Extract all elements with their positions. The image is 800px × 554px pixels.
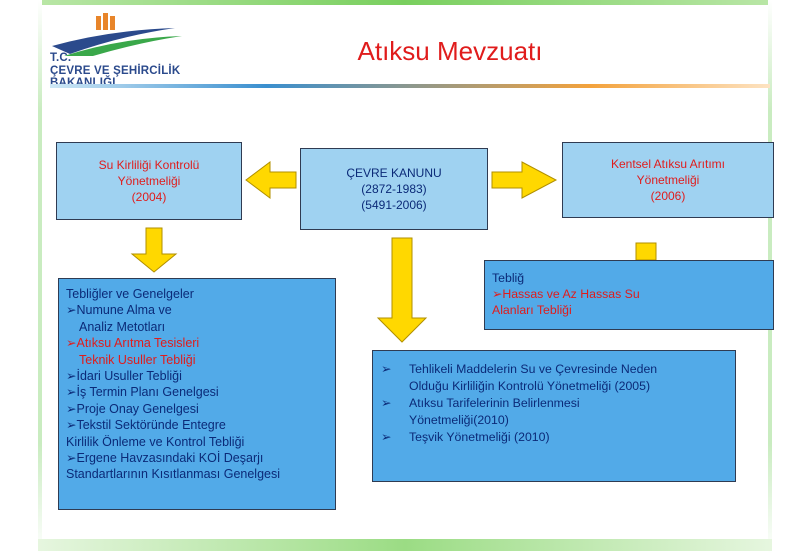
cevre-kanunu-line2: (2872-1983): [361, 182, 427, 196]
arrow-down-center: [376, 237, 428, 343]
list-item-atiksu-aritma: ➢Atıksu Arıtma Tesisleri: [66, 336, 200, 351]
teblig-heading: Tebliğ: [492, 271, 525, 285]
arrow-left: [245, 161, 297, 199]
cevre-kanunu-line1: ÇEVRE KANUNU: [346, 166, 442, 180]
connector-right: [635, 242, 657, 261]
tebligler-heading: Tebliğler ve Genelgeler: [66, 287, 194, 301]
teblig-box: Tebliğ ➢Hassas ve Az Hassas Su Alanları …: [484, 260, 774, 330]
kentsel-atiksu-line3: (2006): [650, 189, 686, 203]
teblig-item-hassas: ➢Hassas ve Az Hassas Su: [492, 287, 640, 301]
frame-left-bar: [38, 0, 42, 554]
su-kirliligi-line1: Su Kirliliği Kontrolü: [98, 158, 200, 172]
logo-text-tc: T.C.: [50, 52, 72, 64]
yonetmelik-item-tarife: ➢ Atıksu Tarifelerinin Belirlenmesi Yöne…: [381, 396, 580, 427]
list-item-numune-cont: Analiz Metotları: [79, 319, 166, 334]
yonetmelikler-box: ➢ Tehlikeli Maddelerin Su ve Çevresinde …: [372, 350, 736, 482]
su-kirliligi-line2: Yönetmeliği: [117, 174, 181, 188]
logo-text-ministry: ÇEVRE VE ŞEHİRCİLİK: [50, 65, 181, 77]
list-item-tekstil-cont: Kirlilik Önleme ve Kontrol Tebliği: [66, 434, 245, 449]
yonetmelik-item-tehlikeli: ➢ Tehlikeli Maddelerin Su ve Çevresinde …: [381, 362, 658, 393]
list-item-is-termin: ➢İş Termin Planı Genelgesi: [66, 385, 219, 400]
title-underline: [50, 84, 770, 88]
page-title: Atıksu Mevzuatı: [357, 36, 543, 66]
kentsel-atiksu-line1: Kentsel Atıksu Arıtımı: [610, 157, 726, 171]
list-item-atiksu-aritma-cont: Teknik Usuller Tebliği: [79, 352, 196, 367]
list-item-tekstil: ➢Tekstil Sektöründe Entegre: [66, 418, 226, 433]
kentsel-atiksu-line2: Yönetmeliği: [636, 173, 700, 187]
list-item-idari: ➢İdari Usuller Tebliği: [66, 369, 182, 384]
arrow-right: [491, 161, 558, 199]
list-item-ergene: ➢Ergene Havzasındaki KOİ Deşarjı: [66, 451, 264, 466]
tebligler-genelgeler-box: Tebliğler ve Genelgeler ➢Numune Alma ve …: [58, 278, 336, 510]
cevre-kanunu-line3: (5491-2006): [361, 198, 427, 212]
ministry-logo-mark: [52, 13, 182, 60]
teblig-item-hassas-cont: Alanları Tebliği: [492, 303, 572, 317]
yonetmelik-item-tesvik: ➢ Teşvik Yönetmeliği (2010): [381, 430, 550, 444]
list-item-numune: ➢Numune Alma ve: [66, 303, 172, 318]
list-item-proje-onay: ➢Proje Onay Genelgesi: [66, 401, 199, 416]
cevre-kanunu-box: ÇEVRE KANUNU (2872-1983) (5491-2006): [300, 148, 488, 230]
list-item-ergene-cont: Standartlarının Kısıtlanması Genelgesi: [66, 467, 281, 482]
su-kirliligi-line3: (2004): [131, 190, 167, 204]
frame-top-bar: [38, 0, 770, 5]
arrow-down-left: [130, 227, 178, 273]
kentsel-atiksu-box: Kentsel Atıksu Arıtımı Yönetmeliği (2006…: [562, 142, 774, 218]
su-kirliligi-box: Su Kirliliği Kontrolü Yönetmeliği (2004): [56, 142, 242, 220]
frame-bottom-bar: [38, 539, 772, 551]
